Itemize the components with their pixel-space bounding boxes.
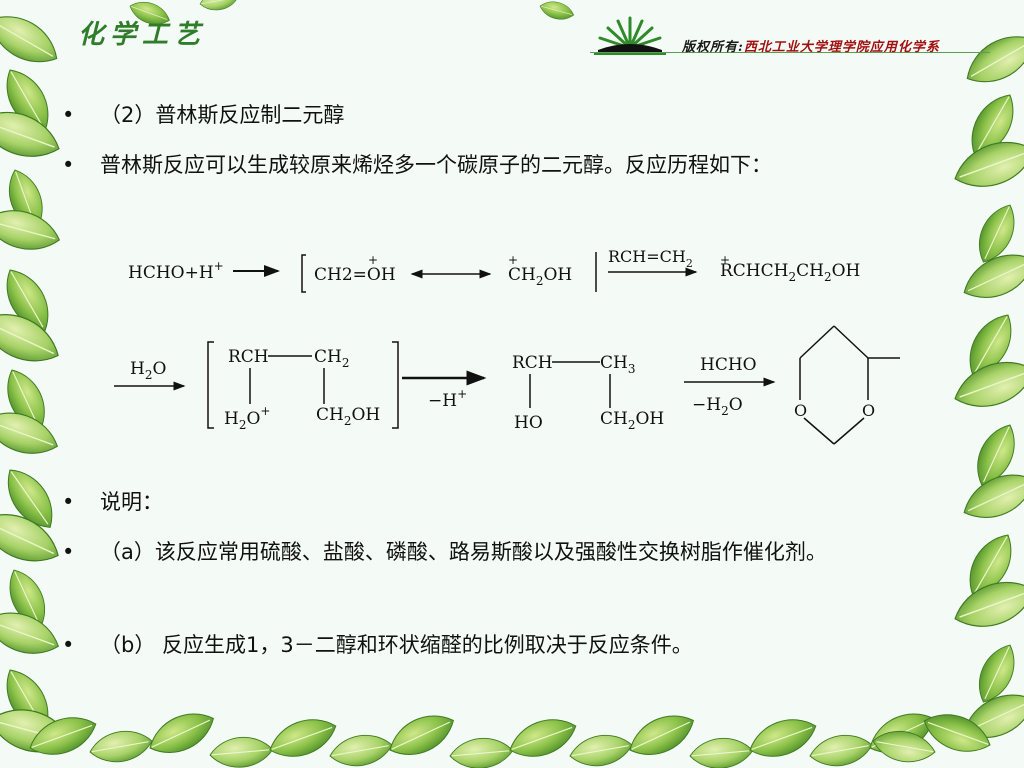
reagent-water: H2O	[130, 359, 166, 382]
product-carbocation: RCHCH2CH2OH	[720, 261, 860, 284]
atom-label: RCH	[512, 353, 553, 373]
deprotonation-label: −H+	[428, 387, 467, 411]
bullet-text: 说明：	[100, 490, 163, 514]
atom-label: CH3	[600, 353, 635, 376]
ring-oxygen: O	[862, 401, 875, 420]
atom-label: RCH	[228, 347, 269, 367]
bullet-text: 普林斯反应可以生成较原来烯烃多一个碳原子的二元醇。反应历程如下：	[100, 153, 772, 177]
intermediate-carbocation: CH2OH	[508, 265, 572, 288]
course-title-logo: 化学工艺	[78, 20, 207, 50]
bracket-left	[301, 254, 306, 293]
atom-label: CH2OH	[316, 405, 380, 428]
bullet-text: （2）普林斯反应制二元醇	[100, 103, 345, 127]
bracket-left	[207, 341, 214, 429]
bullet-marker: •	[62, 490, 75, 514]
reagent-formaldehyde: HCHO	[700, 355, 757, 375]
charge-plus: +	[508, 253, 518, 267]
bullet-text: （b） 反应生成1，3－二醇和环状缩醛的比例取决于反应条件。	[100, 633, 693, 657]
dehydration-label: −H2O	[692, 395, 743, 418]
intermediate-oxonium: CH2=OH	[314, 265, 396, 285]
bullet-marker: •	[62, 540, 75, 564]
bullet-marker: •	[62, 153, 75, 177]
copyright-organization: 西北工业大学理学院应用化学系	[743, 40, 940, 55]
bracket-right	[392, 341, 399, 429]
atom-label: CH2	[314, 347, 349, 370]
charge-plus: +	[720, 253, 730, 267]
atom-label: CH2OH	[600, 409, 664, 432]
reagent-alkene: RCH=CH2	[608, 247, 693, 270]
sunburst-logo-icon	[594, 16, 666, 55]
reactant-formaldehyde-proton: HCHO+H+	[128, 259, 224, 283]
charge-plus: +	[368, 253, 378, 267]
copyright-prefix: 版权所有:	[682, 40, 744, 55]
copyright-notice: 版权所有:西北工业大学理学院应用化学系	[682, 36, 940, 55]
bullet-text: （a）该反应常用硫酸、盐酸、磷酸、路易斯酸以及强酸性交换树脂作催化剂。	[100, 540, 827, 564]
atom-label: HO	[514, 413, 543, 433]
ring-oxygen: O	[794, 401, 807, 420]
bullet-marker: •	[62, 633, 75, 657]
dioxane-ring	[799, 325, 900, 445]
atom-label: H2O+	[224, 404, 270, 432]
bullet-marker: •	[62, 103, 75, 127]
reaction-scheme-diagram: HCHO+H+ CH2=OH + + CH2OH RCH=CH2 + RCHCH…	[114, 247, 900, 445]
header-divider	[590, 52, 990, 53]
